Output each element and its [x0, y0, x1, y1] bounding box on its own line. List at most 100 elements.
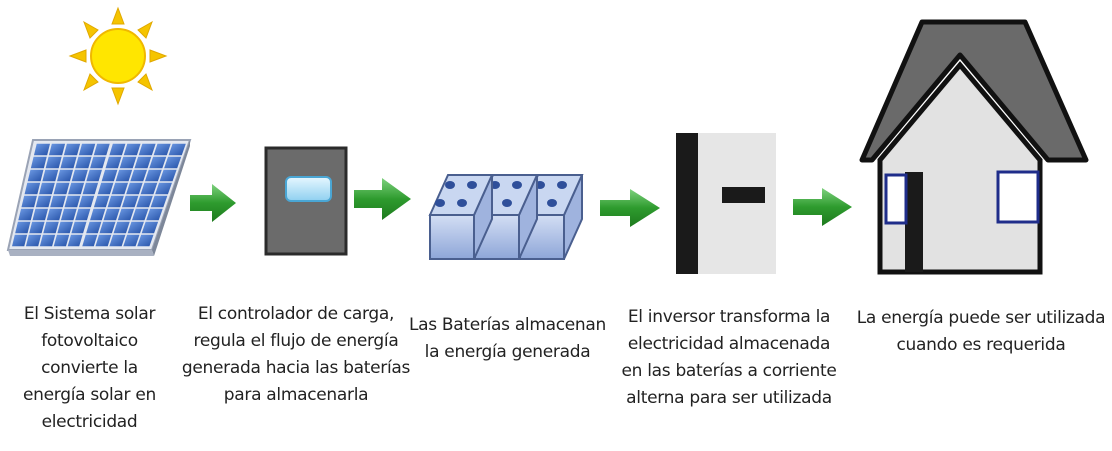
caption-batteries-line-2: la energía generada: [424, 342, 591, 362]
solar-cell: [138, 143, 156, 156]
caption-controller-line-2: regula el flujo de energía: [193, 331, 399, 351]
solar-cell: [134, 156, 152, 169]
caption-panel-line-2: fotovoltaico: [41, 331, 138, 351]
solar-cell: [121, 195, 139, 208]
solar-cell: [75, 156, 92, 169]
solar-cell: [111, 182, 129, 195]
solar-cell: [33, 143, 50, 156]
solar-cell: [53, 182, 70, 195]
solar-cell: [146, 208, 163, 221]
solar-cell: [141, 221, 159, 234]
solar-cell: [149, 156, 167, 169]
solar-cell: [21, 195, 37, 208]
solar-cell: [99, 221, 116, 234]
solar-cell: [67, 234, 84, 247]
solar-cell: [71, 169, 88, 182]
battery-terminal: [435, 199, 445, 207]
caption-controller: El controlador de carga, regula el flujo…: [178, 301, 414, 409]
arrow-1: [190, 184, 236, 222]
solar-cell: [25, 234, 42, 247]
caption-inverter-line-1: El inversor transforma la: [627, 307, 831, 327]
solar-cell: [131, 208, 149, 221]
solar-cell: [108, 143, 126, 156]
caption-inverter-line-4: alterna para ser utilizada: [626, 388, 832, 408]
caption-batteries: Las Baterías almacenan la energía genera…: [405, 312, 610, 366]
solar-cell: [82, 182, 99, 195]
caption-inverter-line-3: en las baterías a corriente: [621, 361, 837, 381]
solar-cell: [117, 208, 135, 221]
caption-inverter: El inversor transforma la electricidad a…: [618, 304, 840, 412]
solar-cell: [81, 234, 98, 247]
solar-cell: [85, 221, 102, 234]
solar-cell: [93, 195, 110, 208]
solar-cell: [30, 156, 47, 169]
solar-cell: [39, 182, 55, 195]
solar-cell: [60, 208, 77, 221]
battery-terminal: [547, 199, 557, 207]
house-icon: [859, 19, 1089, 275]
solar-cell: [89, 208, 106, 221]
arrow-4: [793, 188, 852, 226]
battery-terminal: [457, 199, 467, 207]
solar-cell: [153, 143, 171, 156]
solar-cell: [39, 234, 56, 247]
solar-cell: [57, 221, 73, 234]
solar-cell: [109, 234, 126, 247]
solar-cell: [86, 169, 103, 182]
battery-terminal: [557, 181, 567, 189]
solar-cell: [136, 195, 153, 208]
solar-cell: [155, 182, 172, 195]
battery-terminal: [445, 181, 455, 189]
solar-cell: [27, 169, 44, 182]
solar-cell: [43, 221, 59, 234]
solar-cell: [123, 234, 140, 247]
caption-panel-line-3: convierte la: [41, 358, 138, 378]
solar-cell: [18, 208, 34, 221]
solar-cell: [71, 221, 88, 234]
solar-cell: [123, 143, 141, 156]
solar-cell: [115, 169, 133, 182]
caption-panel-line-5: electricidad: [41, 412, 138, 432]
solar-cell: [113, 221, 130, 234]
solar-cell: [78, 143, 96, 156]
solar-cell: [63, 143, 81, 156]
panel-divider: [79, 142, 113, 248]
solar-cell: [64, 195, 81, 208]
charge-controller-icon: [264, 146, 348, 256]
solar-cell: [48, 143, 66, 156]
solar-cell: [75, 208, 92, 221]
caption-inverter-line-2: electricidad almacenada: [627, 334, 831, 354]
solar-cell: [126, 182, 143, 195]
solar-cell: [78, 195, 95, 208]
solar-cell: [100, 169, 118, 182]
solar-cell: [150, 195, 168, 208]
solar-cell: [57, 169, 74, 182]
solar-cell: [127, 221, 144, 234]
solar-cell: [130, 169, 148, 182]
solar-cell: [53, 234, 70, 247]
solar-cell: [119, 156, 137, 169]
caption-panel: El Sistema solar fotovoltaico convierte …: [2, 301, 177, 436]
caption-batteries-line-1: Las Baterías almacenan: [408, 315, 607, 335]
solar-cell: [68, 182, 85, 195]
solar-cell: [159, 169, 177, 182]
caption-panel-line-1: El Sistema solar: [23, 304, 156, 324]
caption-house-line-1: La energía puede ser utilizada: [856, 308, 1106, 328]
inverter-icon: [676, 133, 776, 274]
battery-terminal: [502, 199, 512, 207]
solar-cell: [29, 221, 45, 234]
arrow-2: [354, 178, 411, 220]
solar-cell: [140, 182, 158, 195]
caption-controller-line-1: El controlador de carga,: [197, 304, 395, 324]
solar-cell: [107, 195, 124, 208]
caption-controller-line-4: para almacenarla: [223, 385, 369, 405]
battery-terminal: [512, 181, 522, 189]
solar-cell: [46, 208, 63, 221]
caption-house: La energía puede ser utilizada cuando es…: [852, 305, 1110, 359]
sun-icon: [68, 6, 168, 106]
solar-cell: [24, 182, 41, 195]
solar-cell: [144, 169, 162, 182]
solar-cell: [35, 195, 52, 208]
battery-unit: [428, 174, 494, 260]
